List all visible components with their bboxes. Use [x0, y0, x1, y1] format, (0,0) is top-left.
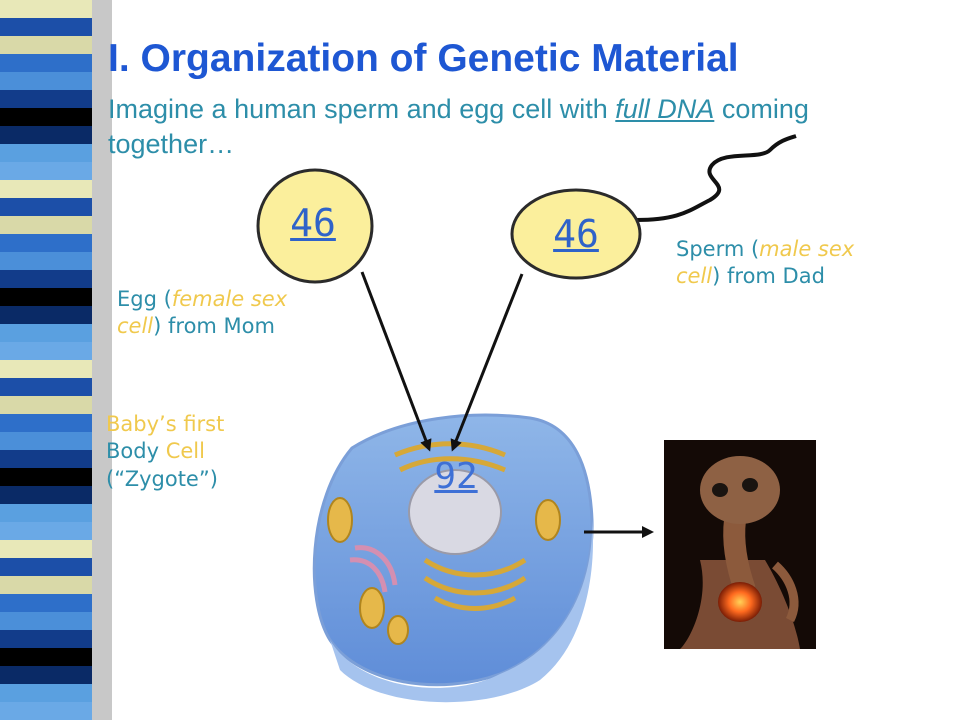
sidebar-stripe	[0, 162, 92, 180]
sidebar-stripe	[0, 414, 92, 432]
sidebar-stripe	[0, 486, 92, 504]
zygote-label-line1: Baby’s first	[106, 412, 225, 436]
sidebar-stripe	[0, 90, 92, 108]
sidebar-stripe	[0, 378, 92, 396]
sidebar-stripe	[0, 72, 92, 90]
sidebar-stripe	[0, 504, 92, 522]
sidebar-stripe	[0, 144, 92, 162]
sidebar-stripe	[0, 108, 92, 126]
alien-icon	[664, 440, 816, 649]
animal-cell-icon	[312, 413, 594, 703]
sidebar-stripe	[0, 396, 92, 414]
arrow-egg-to-zygote	[360, 271, 432, 452]
egg-label-italic: female sex cell	[117, 287, 288, 339]
sidebar-stripe	[0, 594, 92, 612]
subtitle-emphasis: full DNA	[615, 94, 715, 124]
sidebar-stripe	[0, 306, 92, 324]
zygote-label: Baby’s first Body Cell (“Zygote”)	[106, 411, 276, 493]
sidebar-stripe	[0, 360, 92, 378]
sidebar-stripe	[0, 18, 92, 36]
sidebar-stripe	[0, 522, 92, 540]
sperm-chromosome-count: 46	[553, 212, 599, 256]
egg-label-rest: ) from Mom	[153, 314, 275, 339]
zygote-label-cell: Cell	[165, 439, 205, 464]
sperm-label-italic: male sex cell	[676, 237, 855, 289]
sidebar-stripe	[0, 252, 92, 270]
sidebar-stripe	[0, 648, 92, 666]
sidebar-stripes	[0, 0, 112, 720]
arrow-sperm-to-zygote	[450, 273, 524, 452]
sidebar-stripe	[0, 126, 92, 144]
sidebar-stripe	[0, 216, 92, 234]
sperm-tail-icon	[635, 134, 797, 222]
sidebar-stripe	[0, 324, 92, 342]
sperm-cell	[510, 188, 642, 280]
page-subtitle: Imagine a human sperm and egg cell with …	[108, 92, 868, 162]
sidebar-stripe	[0, 558, 92, 576]
sidebar-stripe	[0, 288, 92, 306]
sidebar-stripe	[0, 576, 92, 594]
sidebar-stripe	[0, 468, 92, 486]
sidebar-stripe	[0, 180, 92, 198]
egg-cell	[256, 168, 374, 284]
sidebar-stripe	[0, 0, 92, 18]
sidebar-stripe	[0, 234, 92, 252]
sidebar-stripe	[0, 450, 92, 468]
sidebar-stripe	[0, 540, 92, 558]
sidebar-stripe	[0, 270, 92, 288]
sidebar-stripe	[0, 666, 92, 684]
zygote-label-body: Body	[106, 439, 166, 464]
subtitle-end: coming together…	[108, 94, 809, 160]
egg-label: Egg (female sex cell) from Mom	[117, 286, 325, 341]
zygote-label-line3: (“Zygote”)	[106, 466, 218, 491]
sidebar-stripe	[0, 630, 92, 648]
sidebar-stripe	[0, 702, 92, 720]
sidebar-stripe	[0, 612, 92, 630]
subtitle-text: Imagine a human sperm and egg cell with	[108, 94, 616, 124]
sidebar-stripe	[0, 54, 92, 72]
sperm-label-rest: ) from Dad	[712, 264, 825, 289]
egg-chromosome-count: 46	[290, 201, 336, 245]
sidebar-stripe	[0, 432, 92, 450]
sidebar-stripe	[0, 198, 92, 216]
sperm-label: Sperm (male sex cell) from Dad	[676, 236, 904, 291]
egg-label-name: Egg (	[117, 287, 172, 311]
sperm-label-name: Sperm (	[676, 237, 760, 261]
page-title: I. Organization of Genetic Material	[108, 37, 739, 80]
sidebar-stripe	[0, 342, 92, 360]
sidebar-stripe	[0, 36, 92, 54]
zygote-chromosome-count: 92	[434, 456, 478, 497]
sidebar-stripe	[0, 684, 92, 702]
